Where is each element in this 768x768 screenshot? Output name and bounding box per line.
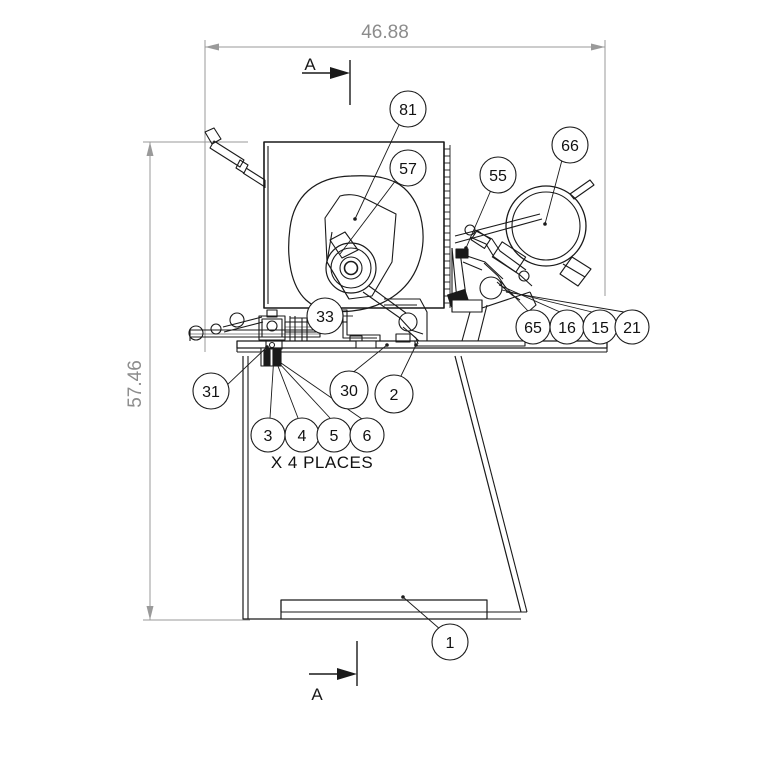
leader-57	[339, 179, 397, 255]
section-mark-top	[302, 60, 351, 105]
overall-height-value: 57.46	[125, 360, 146, 408]
balloon-55[interactable]: 55	[479, 156, 517, 194]
balloon-57-label: 57	[399, 161, 417, 178]
table-deck	[236, 340, 608, 353]
balloon-6[interactable]: 6	[349, 417, 385, 453]
balloon-4-label: 4	[298, 428, 307, 445]
section-label-top: A	[304, 55, 316, 74]
balloon-1[interactable]: 1	[431, 623, 469, 661]
saw-housing-box	[263, 141, 451, 309]
leader-lines	[225, 124, 625, 631]
balloon-2-label: 2	[390, 387, 399, 404]
balloon-1-label: 1	[446, 635, 455, 652]
balloon-2[interactable]: 2	[374, 374, 414, 414]
balloon-16-label: 16	[558, 320, 576, 337]
balloon-33[interactable]: 33	[306, 297, 344, 335]
leader-21	[505, 291, 625, 313]
dimension-overall-height	[143, 141, 250, 621]
balloon-callouts: 81 57 55 66 65 16 15 21	[192, 90, 650, 661]
leader-3	[269, 354, 275, 419]
leader-30	[350, 344, 388, 375]
machine-assembly-geometry	[188, 127, 608, 620]
balloon-5[interactable]: 5	[316, 417, 352, 453]
section-label-bottom: A	[311, 685, 323, 704]
leader-5	[277, 361, 331, 419]
leader-4	[275, 360, 299, 419]
leader-81	[354, 124, 400, 220]
balloon-30-label: 30	[340, 383, 358, 400]
housing-edge-hatch	[443, 142, 451, 308]
balloon-16[interactable]: 16	[549, 309, 585, 345]
pivot-link-arm	[362, 285, 428, 345]
balloon-21-label: 21	[623, 320, 641, 337]
balloon-3-label: 3	[264, 428, 273, 445]
balloon-15-label: 15	[591, 320, 609, 337]
balloon-21[interactable]: 21	[614, 309, 650, 345]
leader-2	[399, 344, 417, 379]
leader-31	[225, 346, 268, 387]
base-cabinet	[242, 355, 528, 620]
x4-places-note: X 4 PLACES	[271, 453, 373, 472]
dimension-overall-width	[204, 40, 606, 352]
balloon-3[interactable]: 3	[250, 417, 286, 453]
arrow-left-icon	[205, 43, 219, 51]
leader-6	[280, 362, 363, 420]
balloon-55-label: 55	[489, 168, 507, 185]
balloon-31-label: 31	[202, 384, 220, 401]
balloon-31[interactable]: 31	[192, 372, 230, 410]
section-arrow-head-top-icon	[330, 67, 350, 79]
balloon-15[interactable]: 15	[582, 309, 618, 345]
arrow-down-icon	[146, 606, 154, 620]
balloon-65[interactable]: 65	[515, 309, 551, 345]
section-arrow-head-bottom-icon	[337, 668, 357, 680]
balloon-66-label: 66	[561, 138, 579, 155]
section-mark-bottom	[309, 641, 358, 686]
balloon-66[interactable]: 66	[551, 126, 589, 164]
balloon-6-label: 6	[363, 428, 372, 445]
arrow-up-icon	[146, 142, 154, 156]
balloon-5-label: 5	[330, 428, 339, 445]
leader-55	[465, 189, 492, 249]
left-vise-assembly	[188, 309, 321, 367]
overall-width-value: 46.88	[361, 22, 409, 43]
balloon-57[interactable]: 57	[389, 149, 427, 187]
leader-65	[499, 280, 529, 312]
blade-arbor-hub	[325, 231, 377, 294]
leader-1	[402, 596, 442, 631]
operator-handle	[204, 127, 266, 188]
leader-66	[544, 159, 563, 225]
balloon-4[interactable]: 4	[284, 417, 320, 453]
leader-16	[498, 284, 561, 313]
balloon-65-label: 65	[524, 320, 542, 337]
balloon-33-label: 33	[316, 309, 334, 326]
arrow-right-icon	[591, 43, 605, 51]
balloon-81[interactable]: 81	[389, 90, 427, 128]
balloon-30[interactable]: 30	[329, 370, 369, 410]
balloon-81-label: 81	[399, 102, 417, 119]
